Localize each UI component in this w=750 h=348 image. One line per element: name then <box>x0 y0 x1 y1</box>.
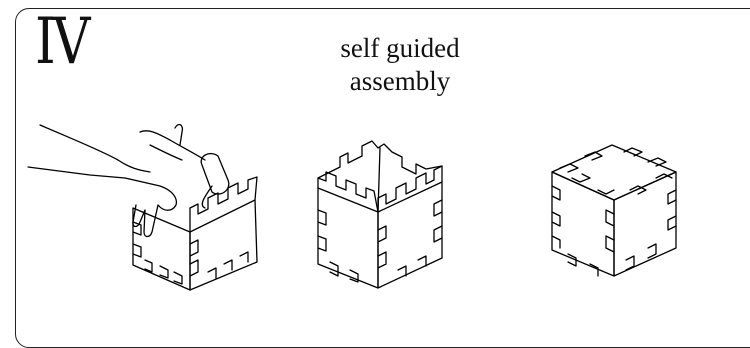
step-title-line-2: assembly <box>349 66 451 96</box>
left-arm-icon <box>39 124 151 173</box>
box-2-right-face <box>377 181 443 289</box>
step-number: IV <box>35 5 90 79</box>
box-3-top-face <box>551 144 677 201</box>
assembly-illustration <box>27 123 677 291</box>
box-3-right-face <box>613 171 677 277</box>
box-2-inner-seam <box>377 147 381 213</box>
mallet-icon <box>200 152 230 209</box>
left-hand-icon <box>27 166 178 238</box>
box-being-assembled-by-hands <box>27 123 258 291</box>
step-panel <box>15 8 750 348</box>
box-1-right-wall-top <box>189 176 258 233</box>
box-2-left-rim <box>317 171 379 213</box>
box-3-top-joints <box>559 147 673 195</box>
step-title: self guided assembly <box>300 32 500 98</box>
box-3-finger-joints <box>551 185 677 277</box>
box-2-right-rim <box>377 165 443 213</box>
closed-finished-box <box>551 144 677 277</box>
mallet-hand-icon <box>139 123 206 161</box>
box-3-left-face <box>551 171 615 277</box>
step-title-line-1: self guided <box>340 33 460 63</box>
box-2-finger-joints <box>317 199 443 283</box>
open-box-without-lid <box>317 140 443 289</box>
box-2-back-rim <box>317 140 443 179</box>
box-1-right-face <box>189 199 258 291</box>
box-1-finger-joints <box>132 221 249 285</box>
box-2-left-face <box>317 187 379 289</box>
